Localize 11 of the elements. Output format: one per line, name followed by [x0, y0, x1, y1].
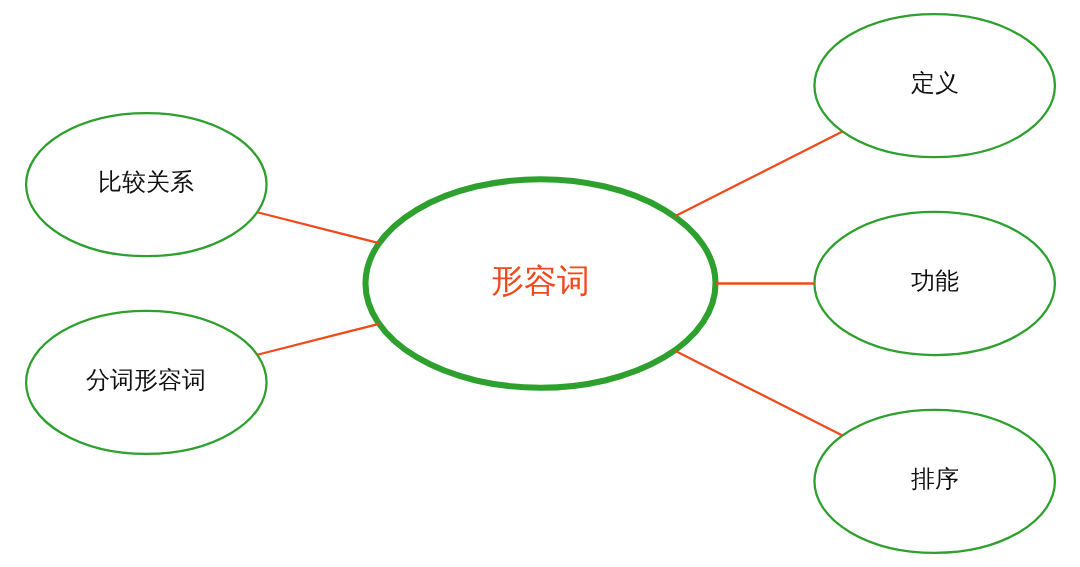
connector — [673, 349, 843, 437]
node-ellipse: 形容词 — [361, 176, 719, 391]
node-ellipse: 定义 — [812, 12, 1056, 159]
connector — [673, 130, 843, 218]
connector — [256, 322, 379, 356]
node-ellipse: 功能 — [812, 210, 1056, 357]
node-ellipse: 分词形容词 — [24, 309, 268, 456]
connector — [715, 282, 814, 285]
connector — [256, 211, 379, 245]
node-ellipse: 排序 — [812, 408, 1056, 554]
node-ellipse: 比较关系 — [24, 111, 268, 258]
